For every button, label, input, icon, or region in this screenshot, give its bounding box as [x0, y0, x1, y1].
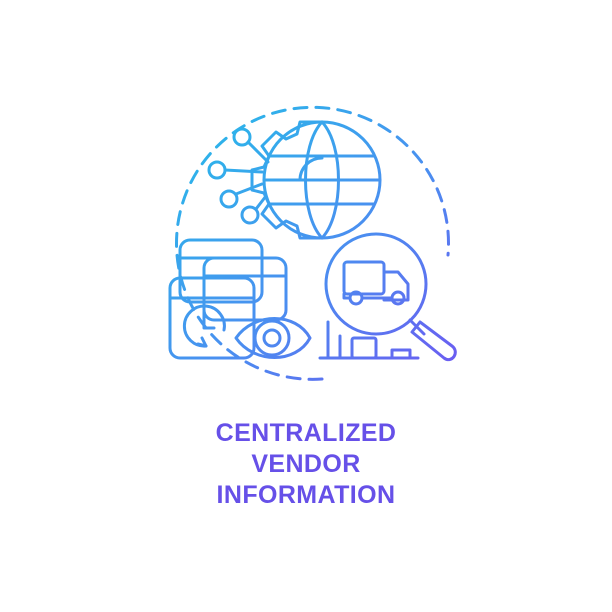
clock-icon	[182, 304, 226, 348]
caption-title: CENTRALIZED VENDOR INFORMATION	[0, 418, 612, 511]
caption-line-2: VENDOR	[251, 450, 361, 478]
eye-icon	[234, 317, 312, 359]
gear-globe-icon	[250, 120, 382, 240]
dashed-circle-outline	[175, 105, 450, 381]
caption-line-1: CENTRALIZED	[215, 419, 397, 447]
caption-line-3: INFORMATION	[216, 481, 396, 509]
delivery-truck-icon	[342, 260, 410, 306]
browser-windows-icon	[168, 238, 288, 360]
circuit-nodes-icon	[207, 127, 270, 225]
bar-chart-icon	[318, 320, 420, 360]
magnifier-icon	[324, 232, 457, 361]
